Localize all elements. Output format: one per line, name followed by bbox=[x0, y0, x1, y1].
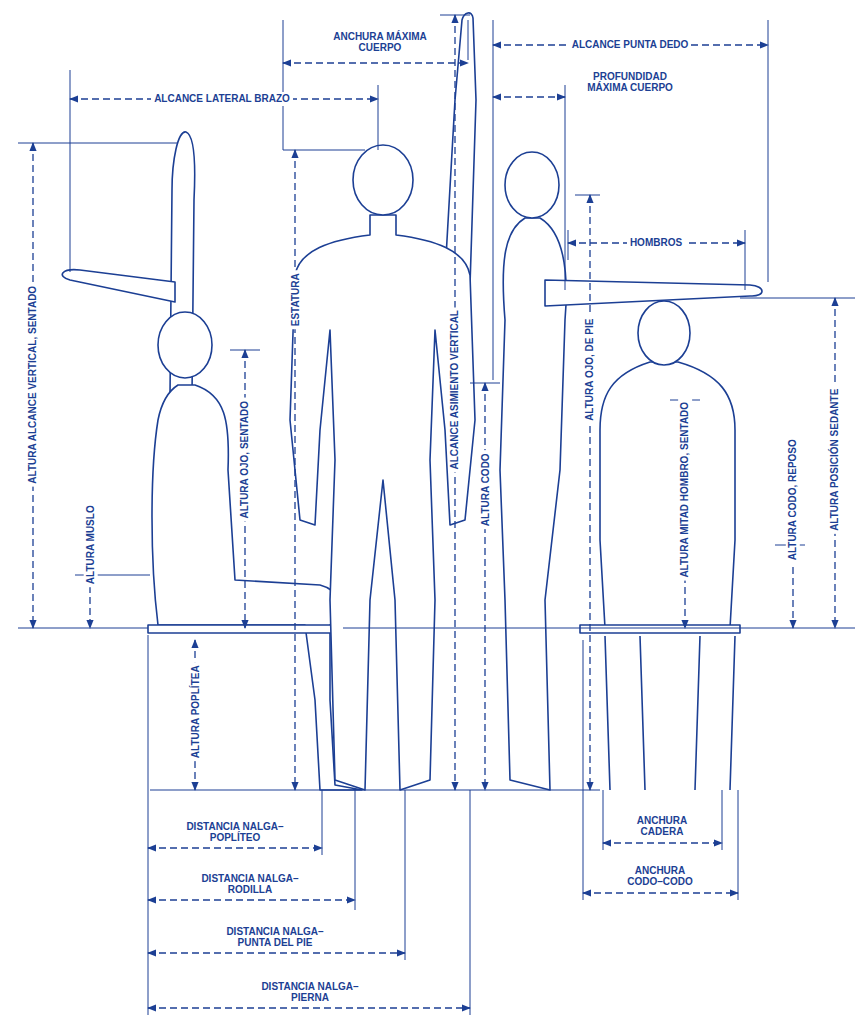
dimension-label: ALTURA OJO, DE PIE bbox=[583, 316, 597, 424]
dimension-label: PROFUNDIDAD MÁXIMA CUERPO bbox=[572, 70, 688, 95]
dimension-label: ANCHURA CADERA bbox=[619, 814, 705, 839]
dimension-label: DISTANCIA NALGA–PIERNA bbox=[247, 980, 373, 1005]
dimension-label: ALTURA CODO bbox=[478, 451, 492, 530]
dimension-label: ANCHURA MÁXIMA CUERPO bbox=[322, 30, 438, 55]
outstretched-arm bbox=[62, 270, 175, 302]
dimension-label: ALCANCE LATERAL BRAZO bbox=[151, 92, 293, 106]
dimension-label: ALTURA POSICIÓN SEDANTE bbox=[828, 386, 842, 534]
dimension-label: ALCANCE PUNTA DEDO bbox=[569, 38, 692, 52]
dimension-label: ALTURA OJO, SENTADO bbox=[238, 398, 252, 522]
seated-back-body bbox=[600, 362, 735, 628]
head bbox=[353, 145, 413, 215]
dimension-label: DISTANCIA NALGA–POPLÍTEO bbox=[182, 820, 288, 845]
dimension-lines bbox=[33, 15, 835, 1008]
dimension-label: ALTURA MUSLO bbox=[83, 503, 97, 588]
dimension-label: HOMBROS bbox=[627, 236, 685, 250]
head bbox=[158, 312, 212, 378]
dimension-label: ALTURA MITAD HOMBRO, SENTADO bbox=[678, 399, 692, 581]
head bbox=[505, 152, 559, 218]
dimension-label: ESTATURA bbox=[288, 271, 302, 330]
dimension-label: ANCHURA CODO–CODO bbox=[617, 864, 703, 889]
dimension-label: ALCANCE ASIMIENTO VERTICAL bbox=[448, 307, 462, 472]
dimension-label: ALTURA CODO, REPOSO bbox=[786, 436, 800, 563]
dimension-label: ALTURA ALCANCE VERTICAL, SENTADO bbox=[26, 283, 40, 487]
standing-front-body bbox=[290, 215, 475, 790]
dimension-label: ALTURA POPLÍTEA bbox=[188, 663, 202, 762]
head bbox=[638, 301, 690, 365]
raised-arm bbox=[445, 13, 476, 285]
seat bbox=[580, 625, 740, 633]
legs bbox=[605, 636, 735, 790]
dimension-label: DISTANCIA NALGA–PUNTA DEL PIE bbox=[207, 925, 343, 950]
dimension-label: DISTANCIA NALGA–RODILLA bbox=[197, 872, 303, 897]
reference-lines bbox=[18, 15, 855, 1015]
outstretched-arm bbox=[545, 280, 762, 306]
